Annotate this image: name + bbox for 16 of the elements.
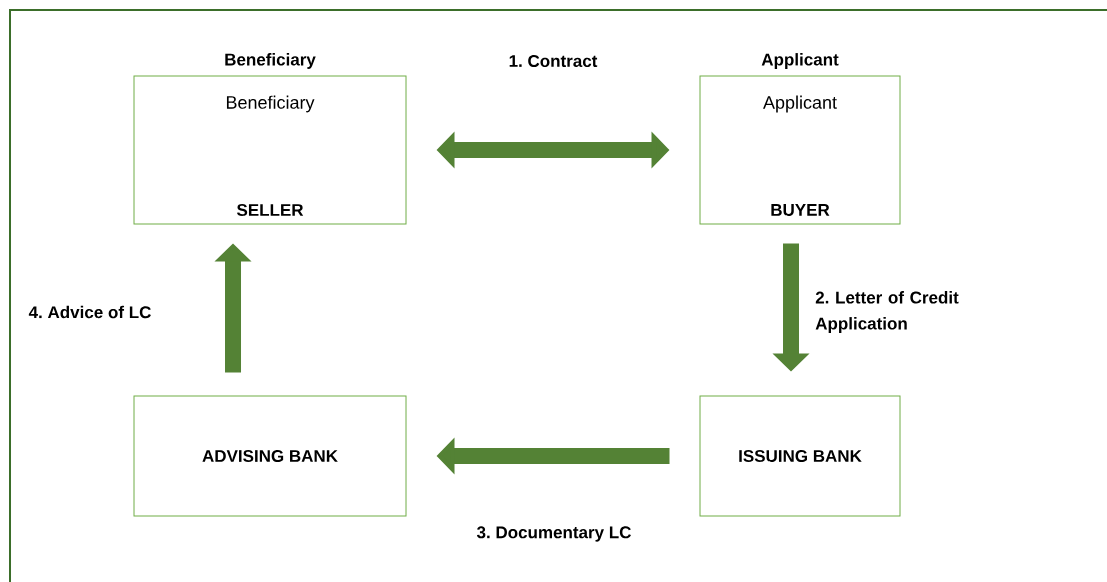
party-box: [699, 395, 901, 517]
party-label: Beneficiary: [226, 95, 315, 113]
party-box: [699, 53, 901, 225]
bank-label: ADVISING BANK: [202, 450, 338, 463]
edge-label: 1. Contract: [509, 55, 598, 68]
party-label: Applicant: [763, 95, 837, 113]
box-heading: Beneficiary: [225, 53, 316, 69]
box-heading: Applicant: [761, 53, 839, 69]
party-box: [133, 395, 407, 517]
role-label: BUYER: [771, 204, 830, 216]
edge-label: 4. Advice of LC: [28, 305, 151, 319]
party-box: [133, 53, 407, 225]
role-label: SELLER: [236, 204, 304, 217]
edge-label: 3. Documentary LC: [476, 526, 631, 542]
edge-label: 2. Letter of Credit Application: [815, 291, 959, 333]
bank-label: ISSUING BANK: [739, 450, 862, 463]
